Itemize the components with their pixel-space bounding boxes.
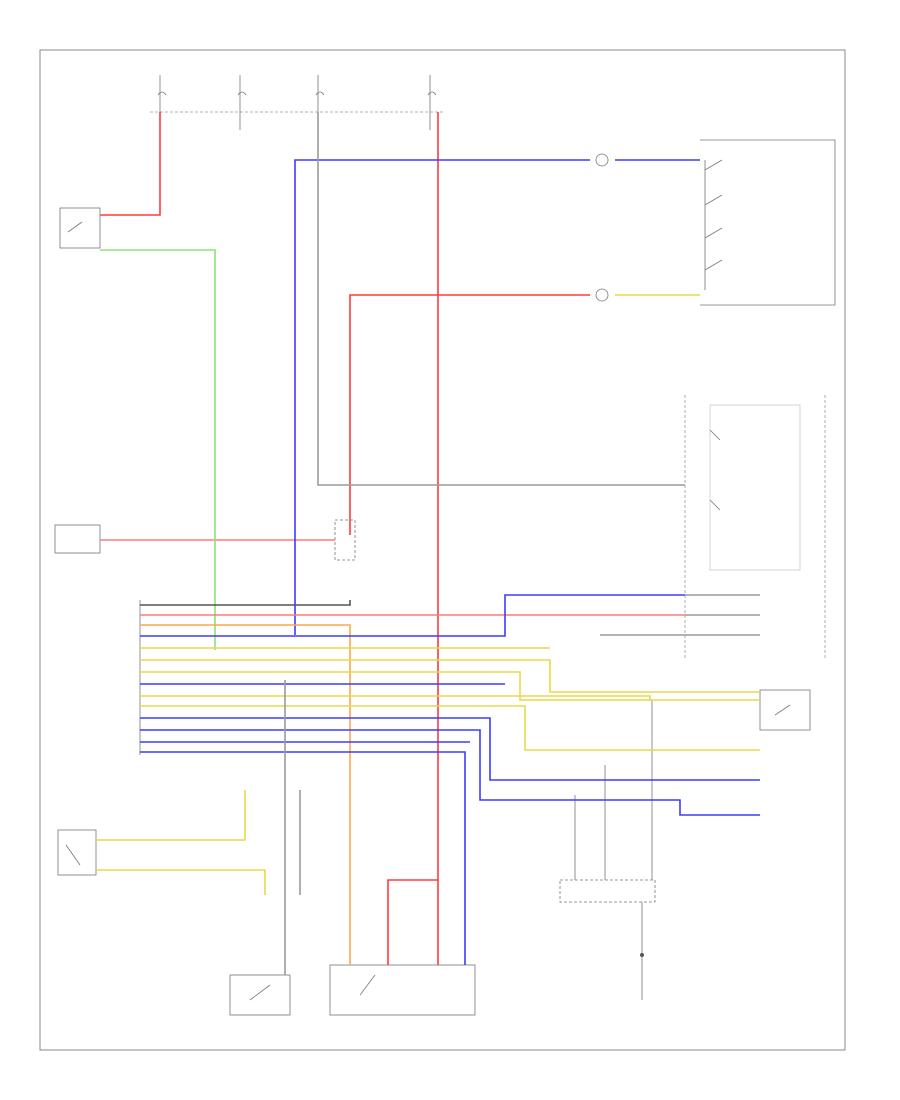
wire-brake-red [387,879,438,965]
wire-harness-11 [140,729,760,816]
wire-harness-8 [140,695,651,700]
clutch-switch [59,207,101,249]
combination-switch [700,139,836,306]
wire-harness-4 [140,594,685,637]
wire-shift-2 [96,869,266,895]
wire-control-unit-feed [317,112,685,486]
clock-spring-contact-lower [595,288,609,302]
wire-clutch-signal [100,249,216,650]
wire-power-combo-lower [349,294,590,535]
wire-harness-13 [140,751,466,965]
wire-combo-upper [294,159,590,635]
wire-harness-10 [140,717,760,781]
wire-shift-1 [96,790,246,841]
vehicle-speed-sensor [229,974,291,1016]
cruise-control-unit [684,395,826,660]
wire-harness-5 [140,659,760,693]
shift-switch [57,829,97,876]
wire-harness-9 [140,705,760,751]
brake-switch [329,964,476,1016]
cruise-main-switch [759,689,811,731]
wire-harness-6 [140,671,760,701]
fuse-block [150,75,445,130]
clock-spring-contact-upper [595,153,609,167]
ground-junction [559,700,656,1000]
joint-connector [334,519,356,561]
diagram-border [39,49,846,1051]
wire-harness-3 [140,624,351,965]
wire-harness-1 [140,600,351,606]
wire-power-clutch [100,112,161,216]
powertrain-control-module [54,524,101,554]
